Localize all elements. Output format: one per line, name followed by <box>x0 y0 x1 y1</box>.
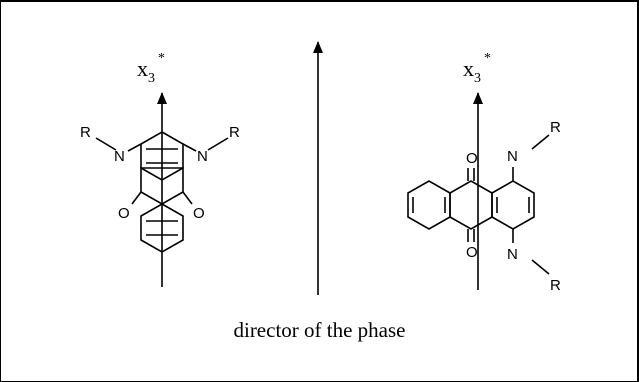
left-r-group-2: R <box>229 124 240 141</box>
left-central-ring <box>140 167 184 205</box>
right-nitrogen-2: N <box>507 246 518 263</box>
right-axis-star: * <box>484 51 491 66</box>
left-molecule: N N R R O O x3 * <box>80 51 240 287</box>
right-oxygen-2: O <box>466 244 478 261</box>
left-axis-label: x3 <box>137 56 155 86</box>
right-nitrogen-1: N <box>507 148 518 165</box>
left-r-group-1: R <box>80 124 91 141</box>
right-oxygen-1: O <box>466 150 478 167</box>
left-nitrogen-2: N <box>197 148 208 165</box>
right-r-group-1: R <box>550 119 561 136</box>
left-axis-star: * <box>158 51 165 66</box>
right-right-ring <box>491 180 535 230</box>
left-nitrogen-1: N <box>114 148 125 165</box>
right-r-group-2: R <box>550 277 561 294</box>
right-axis-label: x3 <box>463 56 481 86</box>
left-oxygen-2: O <box>193 205 205 222</box>
left-bottom-ring <box>140 203 184 253</box>
right-molecule: O O N N R R x3 * <box>407 51 561 294</box>
left-oxygen-1: O <box>118 205 130 222</box>
right-central-ring <box>449 180 493 230</box>
caption: director of the phase <box>233 318 406 342</box>
right-left-ring <box>407 180 451 230</box>
